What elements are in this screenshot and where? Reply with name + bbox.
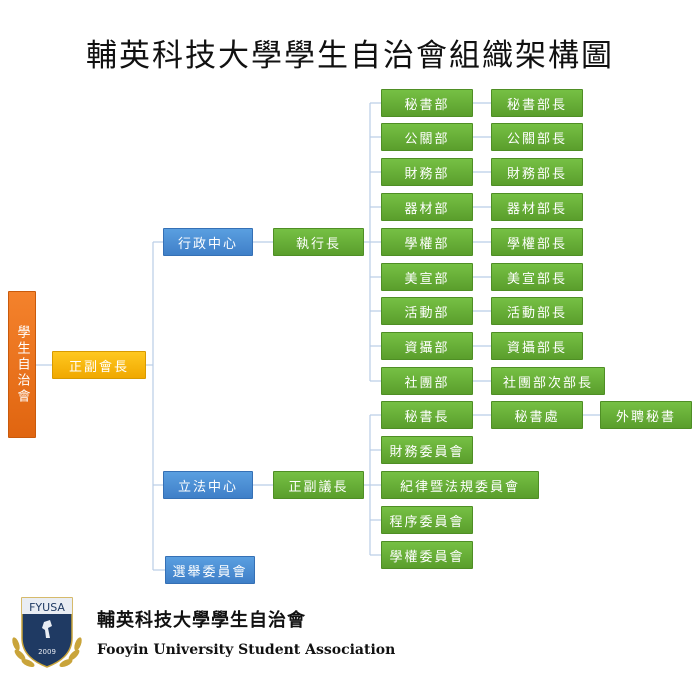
logo-abbr: FYUSA [29,601,65,614]
root-node: 學生自治會 [8,291,36,438]
dept-head-label: 資攝部長 [506,340,567,356]
student-rights-committee-label: 學權委員會 [389,549,465,565]
dept-label: 器材部 [404,201,450,217]
dept-node: 學權部 [381,228,473,256]
procedure-committee-node: 程序委員會 [381,506,473,534]
finance-committee-label: 財務委員會 [389,444,465,460]
election-committee-label: 選舉委員會 [172,564,248,580]
dept-head-label: 公關部長 [506,131,567,147]
dept-node: 活動部 [381,297,473,325]
executive-head-label: 執行長 [295,236,341,252]
dept-head-node: 秘書部長 [491,89,583,117]
dept-label: 資攝部 [404,340,450,356]
dept-label: 美宣部 [404,271,450,287]
discipline-committee-node: 紀律暨法規委員會 [381,471,539,499]
dept-label: 學權部 [404,236,450,252]
dept-node: 美宣部 [381,263,473,291]
president-label: 正副會長 [68,359,129,375]
external-secretary-label: 外聘秘書 [615,409,676,425]
dept-node: 財務部 [381,158,473,186]
dept-label: 活動部 [404,305,450,321]
dept-head-label: 活動部長 [506,305,567,321]
page-title: 輔英科技大學學生自治會組織架構圖 [86,38,614,74]
dept-head-node: 財務部長 [491,158,583,186]
student-rights-committee-node: 學權委員會 [381,541,473,569]
secretary-general-label: 秘書長 [404,409,450,425]
dept-head-label: 財務部長 [506,166,567,182]
dept-label: 社團部 [404,375,450,391]
dept-label: 財務部 [404,166,450,182]
fyusa-logo: FYUSA 2009 [12,597,82,668]
dept-head-node: 社團部次部長 [491,367,605,395]
external-secretary-node: 外聘秘書 [600,401,692,429]
dept-node: 公關部 [381,123,473,151]
executive-center-label: 行政中心 [177,236,238,252]
executive-head-node: 執行長 [273,228,364,256]
executive-center-node: 行政中心 [163,228,253,256]
dept-head-node: 學權部長 [491,228,583,256]
dept-head-label: 秘書部長 [506,97,567,113]
speaker-node: 正副議長 [273,471,364,499]
dept-head-label: 學權部長 [506,236,567,252]
finance-committee-node: 財務委員會 [381,436,473,464]
dept-node: 社團部 [381,367,473,395]
dept-head-label: 社團部次部長 [502,375,593,391]
dept-label: 公關部 [404,131,450,147]
dept-head-node: 器材部長 [491,193,583,221]
secretariat-label: 秘書處 [514,409,560,425]
association-name-zh: 輔英科技大學學生自治會 [97,610,306,631]
dept-head-node: 活動部長 [491,297,583,325]
dept-node: 器材部 [381,193,473,221]
speaker-label: 正副議長 [288,479,349,495]
dept-head-node: 美宣部長 [491,263,583,291]
dept-head-label: 器材部長 [506,201,567,217]
president-node: 正副會長 [52,351,146,379]
dept-head-node: 公關部長 [491,123,583,151]
association-name-en: Fooyin University Student Association [97,642,396,658]
election-committee-node: 選舉委員會 [165,556,255,584]
secretariat-node: 秘書處 [491,401,583,429]
dept-node: 資攝部 [381,332,473,360]
discipline-committee-label: 紀律暨法規委員會 [399,479,520,495]
legislative-center-node: 立法中心 [163,471,253,499]
dept-head-node: 資攝部長 [491,332,583,360]
dept-node: 秘書部 [381,89,473,117]
secretary-general-node: 秘書長 [381,401,473,429]
dept-label: 秘書部 [404,97,450,113]
logo-year: 2009 [38,648,56,656]
procedure-committee-label: 程序委員會 [389,514,465,530]
root-label: 學生自治會 [14,324,30,405]
legislative-center-label: 立法中心 [177,479,238,495]
dept-head-label: 美宣部長 [506,271,567,287]
